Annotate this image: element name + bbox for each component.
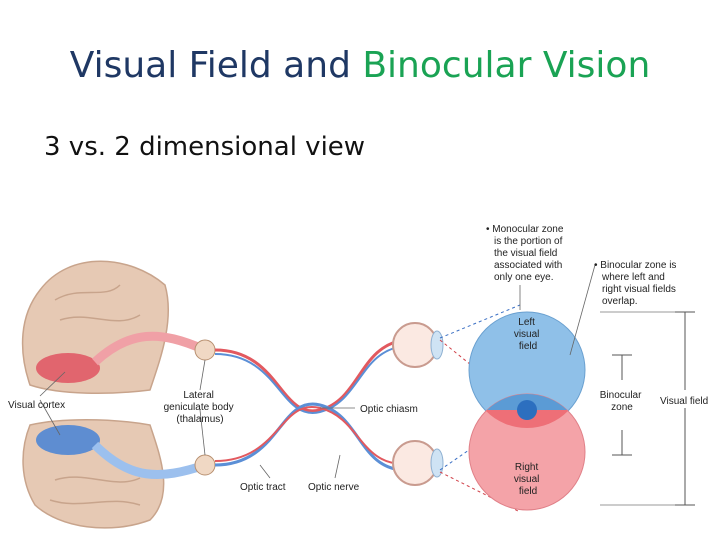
lgb-upper — [194, 339, 216, 361]
label-binocular-zone: Binocular zone — [600, 390, 644, 413]
visual-cortex-blue — [36, 425, 100, 455]
label-visual-cortex: Visual cortex — [8, 400, 65, 411]
fixation-point — [517, 400, 537, 420]
label-optic-nerve: Optic nerve — [308, 482, 360, 493]
lgb-lower — [194, 454, 216, 476]
label-optic-tract: Optic tract — [240, 482, 286, 493]
eye-lower — [392, 440, 444, 486]
label-right-visual-field: Right visual field — [514, 462, 542, 497]
label-left-visual-field: Left visual field — [514, 317, 542, 352]
slide-title: Visual Field and Binocular Vision — [0, 44, 720, 88]
slide-subtitle: 3 vs. 2 dimensional view — [44, 132, 366, 162]
brain-illustration — [21, 260, 207, 529]
visual-cortex-red — [36, 353, 100, 383]
eye-upper — [392, 322, 444, 368]
title-part-1: Visual Field and — [69, 45, 363, 86]
title-part-2: Binocular Vision — [362, 45, 651, 86]
visual-field-bracket — [600, 311, 695, 506]
monocular-zone-note: • Monocular zone is the portion of the v… — [486, 224, 566, 283]
visual-field-circles — [468, 311, 586, 511]
label-lgb: Lateral geniculate body (thalamus) — [164, 390, 237, 425]
label-visual-field: Visual field — [660, 396, 708, 407]
binocular-zone-bracket — [612, 354, 632, 456]
optic-nerve-paths — [214, 338, 406, 472]
label-optic-chiasm: Optic chiasm — [360, 404, 418, 415]
binocular-zone-note: • Binocular zone is where left and right… — [594, 260, 679, 307]
